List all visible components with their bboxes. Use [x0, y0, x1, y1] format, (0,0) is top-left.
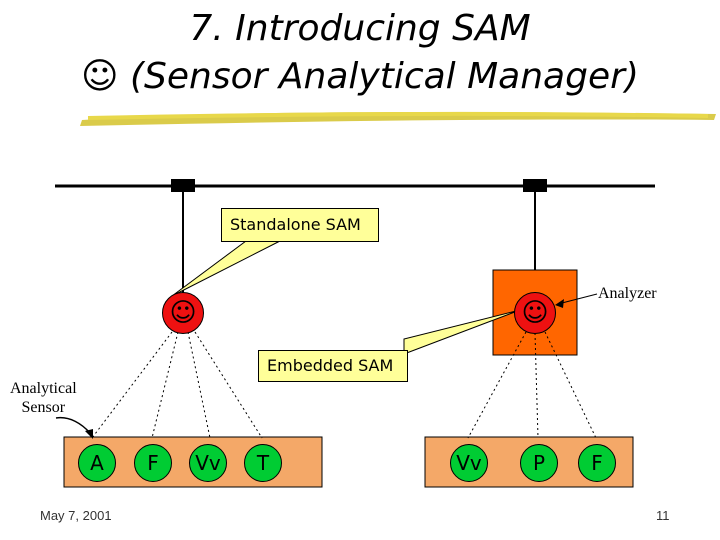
sensor-node-f-right: F [578, 444, 616, 482]
sensor-node-a: A [78, 444, 116, 482]
smiley-icon: ☺ [169, 298, 197, 328]
slide-title-line2: ☺ (Sensor Analytical Manager) [0, 56, 720, 97]
callout-embedded-tail [403, 309, 521, 355]
footer-date: May 7, 2001 [40, 508, 112, 523]
slide-title-line1: 7. Introducing SAM [189, 8, 531, 49]
footer-page-number: 11 [656, 508, 670, 523]
analyzer-pointer [557, 293, 598, 305]
title-underline-stroke [80, 111, 716, 126]
bus-tap-right [523, 179, 547, 192]
smiley-icon: ☺ [81, 56, 119, 97]
right-sensor-links [467, 331, 597, 439]
analytical-sensor-pointer [55, 416, 91, 434]
standalone-sam-node: ☺ [162, 292, 204, 334]
slide-subtitle-text: (Sensor Analytical Manager) [130, 56, 639, 97]
analyzer-pointer-arrowhead [555, 299, 564, 308]
smiley-icon: ☺ [521, 298, 549, 328]
sensor-node-t: T [244, 444, 282, 482]
sensor-node-vv-right: Vv [450, 444, 488, 482]
embedded-sam-node: ☺ [514, 292, 556, 334]
sensor-node-vv: Vv [189, 444, 227, 482]
callout-standalone-tail [171, 240, 281, 297]
analytical-sensor-label-line1: Analytical [10, 380, 77, 397]
bus-tap-left [171, 179, 195, 192]
analyzer-label: Analyzer [598, 285, 657, 302]
callout-embedded-sam: Embedded SAM [258, 350, 408, 382]
analytical-sensor-pointer-arrowhead [85, 429, 93, 439]
callout-standalone-sam: Standalone SAM [221, 208, 379, 242]
analytical-sensor-label: Analytical Sensor [10, 379, 77, 417]
sensor-node-f: F [134, 444, 172, 482]
sensor-node-p: P [520, 444, 558, 482]
left-sensor-links [91, 331, 263, 439]
analytical-sensor-label-line2: Sensor [21, 399, 66, 416]
